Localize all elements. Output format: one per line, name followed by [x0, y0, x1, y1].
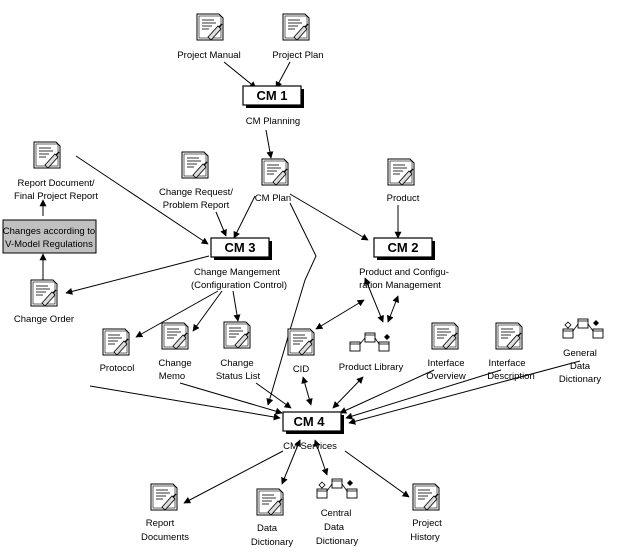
cm3-label-1: Change Mangement — [194, 267, 280, 278]
protocol-document-icon — [102, 328, 130, 356]
cm2-label-1: Product and Configu- — [359, 267, 449, 278]
central-data-dictionary-label-2: Data — [324, 522, 345, 533]
v-model-note: Changes according to V-Model Regulations — [2, 219, 97, 254]
labels: CM Planning Product and Configu- ration … — [14, 50, 601, 548]
edges — [39, 61, 581, 504]
general-data-dictionary-database-icon — [562, 318, 604, 339]
product-label: Product — [387, 193, 420, 204]
general-data-dictionary-label-3: Dictionary — [559, 374, 601, 385]
report-documents-label-2: Documents — [141, 532, 189, 543]
cm-plan-document-icon — [261, 158, 289, 186]
change-memo-label-1: Change — [158, 358, 191, 369]
cid-label: CID — [293, 364, 310, 375]
cm1-title: CM 1 — [256, 88, 287, 103]
cm2-box: CM 2 — [373, 237, 435, 260]
central-data-dictionary-label-1: Central — [321, 508, 352, 519]
cm4-label: CM Services — [283, 441, 337, 452]
central-data-dictionary-label-3: Dictionary — [316, 536, 358, 547]
report-documents-label-1: Report — [146, 518, 175, 529]
interface-description-label-1: Interface — [489, 358, 526, 369]
change-request-label-1: Change Request/ — [159, 187, 233, 198]
interface-description-label-2: Description — [487, 371, 535, 382]
central-data-dictionary-database-icon — [316, 478, 358, 499]
icons — [30, 13, 604, 516]
data-dictionary-document-icon — [256, 488, 284, 516]
project-history-label-1: Project — [412, 518, 442, 529]
data-dictionary-label-2: Dictionary — [251, 537, 293, 548]
change-request-document-icon — [181, 151, 209, 179]
project-plan-document-icon — [282, 13, 310, 41]
cm3-title: CM 3 — [224, 240, 255, 255]
change-order-document-icon — [30, 279, 58, 307]
change-status-list-document-icon — [223, 321, 251, 349]
cm4-title: CM 4 — [293, 414, 325, 429]
general-data-dictionary-label-2: Data — [570, 361, 591, 372]
cm3-label-2: (Configuration Control) — [191, 280, 287, 291]
project-history-document-icon — [412, 483, 440, 511]
project-history-label-2: History — [410, 532, 440, 543]
interface-overview-label-1: Interface — [428, 358, 465, 369]
cid-document-icon — [287, 328, 315, 356]
cm-plan-label: CM Plan — [255, 193, 291, 204]
interface-description-document-icon — [495, 322, 523, 350]
change-request-label-2: Problem Report — [163, 200, 230, 211]
data-dictionary-label-1: Data — [257, 523, 278, 534]
cm4-box: CM 4 — [282, 411, 344, 434]
cm3-box: CM 3 — [210, 237, 272, 260]
project-plan-label: Project Plan — [272, 50, 323, 61]
change-memo-document-icon — [161, 322, 189, 350]
protocol-label: Protocol — [100, 363, 135, 374]
product-document-icon — [387, 158, 415, 186]
product-library-label: Product Library — [339, 362, 404, 373]
cm1-label: CM Planning — [246, 116, 300, 127]
product-library-database-icon — [349, 332, 390, 352]
report-document-label-1: Report Document/ — [17, 178, 94, 189]
change-order-label: Change Order — [14, 314, 74, 325]
change-status-list-label-2: Status List — [216, 371, 261, 382]
note-line-2: V-Model Regulations — [5, 239, 93, 250]
project-manual-document-icon — [196, 13, 224, 41]
report-document-label-2: Final Project Report — [14, 191, 98, 202]
interface-overview-label-2: Overview — [426, 371, 466, 382]
cm2-label-2: ration Management — [359, 280, 441, 291]
change-memo-label-2: Memo — [159, 371, 185, 382]
report-document-icon — [33, 141, 61, 169]
note-line-1: Changes according to — [3, 226, 95, 237]
interface-overview-document-icon — [431, 322, 459, 350]
cm2-title: CM 2 — [387, 240, 418, 255]
project-manual-label: Project Manual — [177, 50, 240, 61]
change-status-list-label-1: Change — [220, 358, 253, 369]
report-documents-document-icon — [150, 483, 178, 511]
cm1-box: CM 1 — [242, 85, 304, 108]
general-data-dictionary-label-1: General — [563, 348, 597, 359]
